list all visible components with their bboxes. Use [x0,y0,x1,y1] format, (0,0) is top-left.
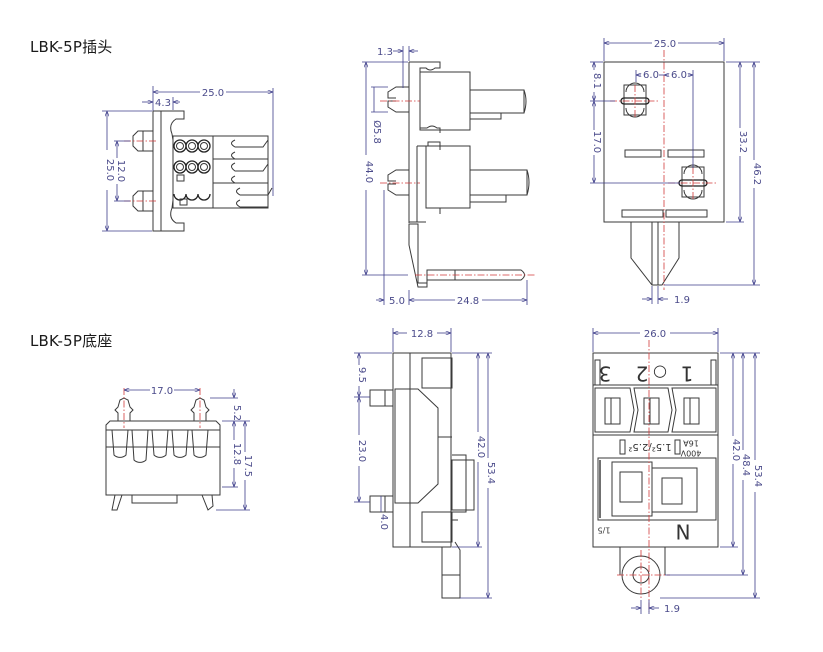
slot [667,149,705,158]
base-foot-left [111,494,123,511]
slot [624,149,662,158]
base-face [592,352,719,548]
dim-base-hole-pitch: 23.0 [356,440,367,462]
plug-body-upper [409,61,441,133]
plug-front-view: 25.0 6.0 6.0 8.1 17.0 33.2 46.2 1.9 [590,38,762,306]
dim-top-offset: 8.1 [591,73,602,89]
contact-area [597,457,717,521]
dim-plug-width: 25.0 [202,88,224,99]
contact-holes [173,139,211,206]
dim-base-tip-offset: 1.9 [664,604,680,615]
base-body [105,429,221,496]
neutral-label: N [676,520,691,544]
spring-contact-3 [236,187,273,208]
wire-size-label: 1.5²/2.5² [628,441,671,452]
dim-base-pin-spacing: 17.0 [151,386,173,397]
dim-overall-height: 46.2 [751,163,762,185]
dim-body-height: 33.2 [737,131,748,153]
dim-base-overall-height: 17.5 [242,455,253,477]
dim-plug-flange-offset: 4.3 [155,98,171,109]
dim-base-face-body-height: 42.0 [730,439,741,461]
spring-contact-1 [231,139,269,160]
dim-base-top-offset: 9.5 [356,367,367,383]
plug-clip-top [161,110,185,141]
dim-pin-diameter: Ø5.8 [371,120,383,144]
dim-base-body-height: 12.8 [231,443,242,465]
dim-tab-offset: 5.0 [389,296,405,307]
base-clip-top [369,389,394,407]
base-side-body [392,352,452,548]
voltage-rating-label: 400V [680,449,701,458]
dim-pin-pitch: 17.0 [591,131,602,153]
dim-flange-thickness: 1.3 [377,47,393,58]
dim-base-side-body-height: 42.0 [475,436,486,458]
plug-side-view: 1.3 Ø5.8 44.0 5.0 24.8 [362,46,535,307]
plug-flange [152,110,162,232]
base-side-view: 12.8 9.5 23.0 4.0 42.0 53.4 [354,328,496,599]
base-foot-right [201,494,214,511]
dim-base-face-overall-height: 53.4 [752,465,763,487]
base-rim [105,420,221,430]
dim-base-pin-height: 5.2 [231,405,242,421]
dim-plug-side-height: 44.0 [363,161,374,183]
dim-base-face-width: 26.0 [644,329,666,340]
base-front-view: 3 2 ○ 1 1.5²/2.5² 16A 400V [592,328,763,615]
mount-tab [619,547,666,575]
dim-plug-pin-spacing: 12.0 [115,160,126,182]
base-clip-bottom [369,495,394,513]
dim-right-spacing: 6.0 [671,70,687,81]
dim-plug-length: 24.8 [457,296,479,307]
ground-symbol: ○ [653,364,667,383]
terminal-3-label: 3 [599,362,612,386]
base-cavity [394,388,439,504]
model-code-label: 1/5 [598,526,611,535]
dim-plug-height: 25.0 [104,159,115,181]
plug-top-view: 25.0 4.3 25.0 12.0 [102,86,274,232]
plug-earth-pin [630,222,680,286]
current-rating-label: 16A [683,439,699,448]
plug-section-title: LBK-5P插头 [30,38,113,56]
slot [665,209,708,218]
side-latch-top [387,86,409,113]
base-earth-tab [441,541,461,599]
dim-left-spacing: 6.0 [643,70,659,81]
base-top-view: 17.0 5.2 12.8 17.5 [105,386,253,511]
dim-tip-offset: 1.9 [674,295,690,306]
terminal-bays [594,387,717,433]
terminal-2-label: 2 [636,362,649,386]
plug-earth-tab [408,223,525,288]
dim-base-depth: 12.8 [411,329,433,340]
dim-plug-face-width: 25.0 [654,39,676,50]
dim-base-mount-height: 48.4 [740,454,751,476]
dim-base-side-overall-height: 53.4 [485,462,496,484]
plug-clip-bottom [161,199,185,232]
terminal-1-label: 1 [681,362,694,386]
dim-base-hole-width: 4.0 [378,514,389,530]
base-section-title: LBK-5P底座 [30,332,113,350]
slot [621,209,664,218]
terminal-screws [111,429,209,463]
spring-contact-2 [231,162,269,184]
side-latch-bottom [387,169,409,196]
